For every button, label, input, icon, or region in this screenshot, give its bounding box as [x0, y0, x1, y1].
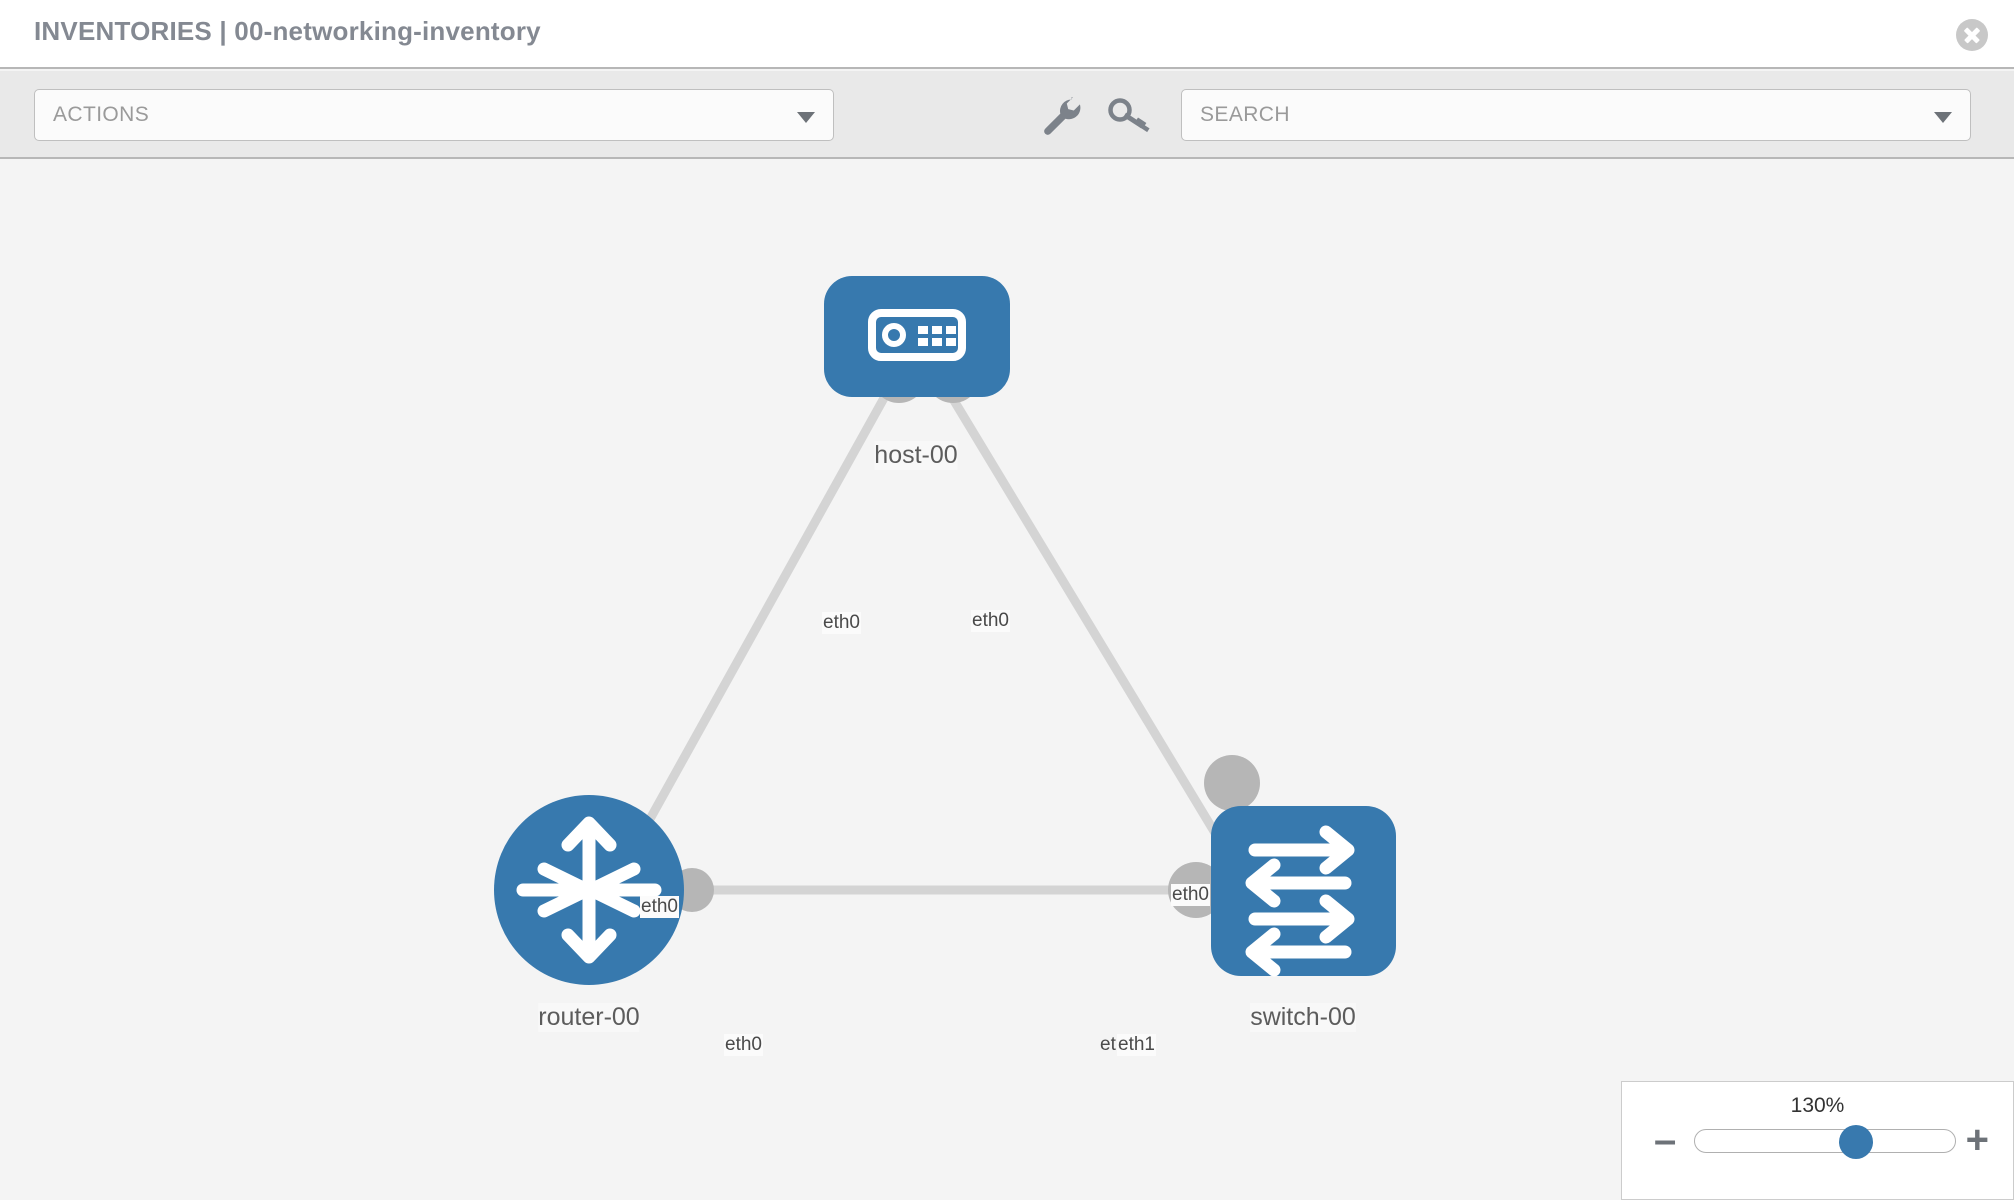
- search-dropdown[interactable]: SEARCH: [1181, 89, 1971, 141]
- node-switch-00[interactable]: [1211, 806, 1396, 977]
- zoom-slider-track[interactable]: [1694, 1125, 1956, 1159]
- key-icon[interactable]: [1106, 95, 1150, 137]
- actions-dropdown[interactable]: ACTIONS: [34, 89, 834, 141]
- close-icon[interactable]: [1956, 19, 1988, 51]
- edge-label-host00-router00-near-router: eth0: [640, 896, 679, 918]
- endpoint-switch00-nw[interactable]: [1204, 755, 1260, 811]
- toolbar: ACTIONS SEARCH: [0, 71, 2014, 159]
- server-icon: [868, 309, 966, 361]
- link-host00-router00[interactable]: [616, 386, 893, 876]
- edge-label-host00-switch00-near-host: eth0: [971, 610, 1010, 632]
- zoom-slider-thumb[interactable]: [1839, 1125, 1873, 1159]
- search-input-label: SEARCH: [1200, 103, 1290, 126]
- node-host-00[interactable]: [824, 276, 1010, 397]
- node-label-router-00: router-00: [538, 1003, 640, 1032]
- chevron-down-icon: [1934, 112, 1952, 123]
- zoom-in-button[interactable]: +: [1965, 1118, 1989, 1162]
- wrench-icon-svg: [1044, 97, 1081, 135]
- chevron-down-icon: [797, 112, 815, 123]
- topology-canvas[interactable]: host-00 router-00 switch-00 eth0 eth0 et…: [0, 161, 2014, 1200]
- zoom-level-label: 130%: [1790, 1094, 1845, 1117]
- link-host00-switch00[interactable]: [943, 386, 1236, 864]
- node-router-00[interactable]: [494, 795, 684, 985]
- page-title: INVENTORIES | 00-networking-inventory: [34, 16, 541, 46]
- key-icon-svg: [1108, 98, 1150, 133]
- zoom-control-panel: 130% – +: [1621, 1081, 2014, 1200]
- topology-links: [616, 386, 1236, 895]
- wrench-icon[interactable]: [1039, 95, 1083, 137]
- zoom-out-button[interactable]: –: [1654, 1118, 1677, 1162]
- edge-label-host00-switch00-near-switch: eth0: [1171, 884, 1210, 906]
- edge-label-host00-router00-near-host: eth0: [822, 612, 861, 634]
- topology-endpoints: [670, 349, 1260, 918]
- router-arrows-icon: [516, 816, 662, 964]
- edge-label-router00-switch00-near-router: eth0: [724, 1034, 763, 1056]
- page-header: INVENTORIES | 00-networking-inventory: [0, 0, 2014, 69]
- node-label-switch-00: switch-00: [1250, 1003, 1356, 1032]
- topology-graph: [494, 276, 1396, 985]
- edge-label-router00-switch00-near-switch: eth1: [1117, 1034, 1156, 1056]
- node-label-host-00: host-00: [874, 441, 958, 470]
- actions-dropdown-label: ACTIONS: [53, 103, 150, 126]
- switch-arrows-icon: [1245, 825, 1355, 977]
